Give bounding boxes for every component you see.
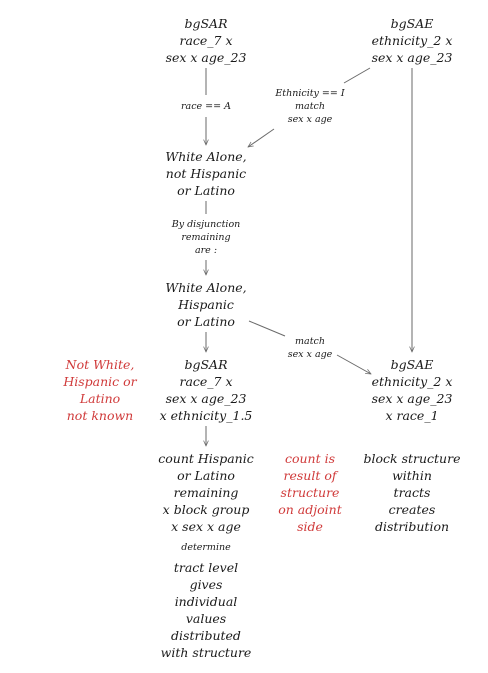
label-by-disjunction: By disjunction remaining are : [156, 218, 256, 257]
label-line: race == A [181, 101, 231, 112]
node-line: White Alone, [165, 280, 247, 295]
label-match-sex-age: match sex x age [270, 335, 350, 361]
edge-match-to-bgsae-mid [336, 354, 371, 375]
node-count-result: count is result of structure on adjoint … [268, 450, 352, 535]
label-line: remaining [181, 232, 231, 243]
node-line: individual [174, 594, 238, 609]
node-line: bgSAR [184, 16, 228, 31]
node-line: Not White, [65, 357, 135, 372]
node-line: or Latino [177, 468, 235, 483]
node-line: race_7 x [179, 33, 233, 48]
node-line: bgSAR [184, 357, 228, 372]
edge-ethnicity-label-to-white-not-hispanic [248, 128, 275, 147]
label-ethnicity-match: Ethnicity == I match sex x age [260, 87, 360, 126]
node-line: x sex x age [171, 519, 241, 534]
node-line: gives [189, 577, 223, 592]
node-line: sex x age_23 [371, 391, 453, 406]
node-line: not Hispanic [165, 166, 247, 181]
node-line: ethnicity_2 x [371, 374, 453, 389]
edge-white-hispanic-to-match [248, 320, 286, 337]
node-line: Hispanic [178, 297, 234, 312]
label-line: Ethnicity == I [275, 88, 345, 99]
node-line: within [392, 468, 432, 483]
edge-bgsae-to-ethnicity-label [343, 67, 371, 84]
node-line: tract level [173, 560, 239, 575]
node-bgsar-mid: bgSAR race_7 x sex x age_23 x ethnicity_… [146, 356, 266, 424]
node-line: or Latino [177, 314, 235, 329]
node-line: on adjoint [278, 502, 342, 517]
node-line: race_7 x [179, 374, 233, 389]
node-line: x ethnicity_1.5 [159, 408, 253, 423]
node-line: Latino [79, 391, 121, 406]
label-race-eq-a: race == A [166, 100, 246, 113]
node-block-structure: block structure within tracts creates di… [352, 450, 472, 535]
node-line: or Latino [177, 183, 235, 198]
node-line: White Alone, [165, 149, 247, 164]
node-bgsae-top: bgSAE ethnicity_2 x sex x age_23 [352, 15, 472, 66]
node-line: tracts [393, 485, 431, 500]
node-bgsar-top: bgSAR race_7 x sex x age_23 [146, 15, 266, 66]
node-line: distributed [171, 628, 241, 643]
label-line: match [295, 336, 325, 347]
label-line: sex x age [287, 349, 333, 360]
node-line: side [297, 519, 323, 534]
label-line: match [295, 101, 325, 112]
node-line: bgSAE [390, 16, 434, 31]
node-line: structure [280, 485, 340, 500]
label-determine: determine [166, 541, 246, 554]
node-line: count Hispanic [158, 451, 254, 466]
node-white-hispanic: White Alone, Hispanic or Latino [146, 279, 266, 330]
node-line: sex x age_23 [371, 50, 453, 65]
node-line: creates [388, 502, 436, 517]
node-not-white: Not White, Hispanic or Latino not known [48, 356, 152, 424]
node-tract-level: tract level gives individual values dist… [146, 559, 266, 661]
node-white-not-hispanic: White Alone, not Hispanic or Latino [146, 148, 266, 199]
node-line: distribution [374, 519, 450, 534]
node-count-hispanic: count Hispanic or Latino remaining x blo… [146, 450, 266, 535]
node-line: Hispanic or [63, 374, 137, 389]
node-line: x block group [162, 502, 250, 517]
node-line: ethnicity_2 x [371, 33, 453, 48]
label-line: sex x age [287, 114, 333, 125]
node-line: block structure [363, 451, 461, 466]
label-line: By disjunction [171, 219, 241, 230]
node-line: result of [283, 468, 337, 483]
node-line: with structure [160, 645, 252, 660]
node-line: x race_1 [385, 408, 439, 423]
node-line: not known [66, 408, 134, 423]
label-line: are : [194, 245, 218, 256]
node-line: values [185, 611, 227, 626]
node-line: sex x age_23 [165, 391, 247, 406]
node-bgsae-mid: bgSAE ethnicity_2 x sex x age_23 x race_… [352, 356, 472, 424]
node-line: bgSAE [390, 357, 434, 372]
node-line: sex x age_23 [165, 50, 247, 65]
label-line: determine [181, 542, 231, 553]
node-line: count is [284, 451, 336, 466]
node-line: remaining [173, 485, 239, 500]
